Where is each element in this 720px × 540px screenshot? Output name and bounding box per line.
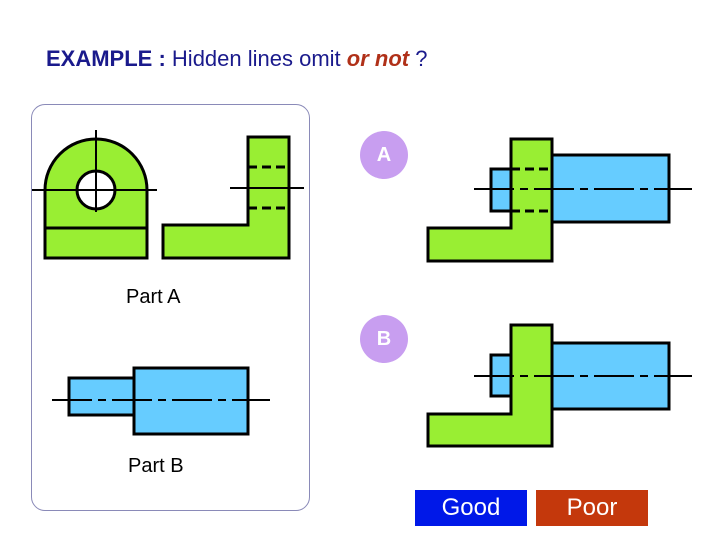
title-accent: or not <box>346 46 410 71</box>
part-a-side-view <box>161 135 304 260</box>
option-b-drawing <box>426 323 692 448</box>
poor-button[interactable]: Poor <box>536 490 648 526</box>
title-suffix: ? <box>409 46 428 71</box>
title-text: Hidden lines omit <box>171 46 347 71</box>
page-title: EXAMPLE : Hidden lines omit or not ? <box>46 46 427 72</box>
title-separator: : <box>152 46 172 71</box>
part-a-front-view <box>32 130 157 260</box>
part-a-label: Part A <box>126 286 181 308</box>
part-b-label: Part B <box>128 455 184 477</box>
option-a-badge: A <box>360 131 408 179</box>
option-b-badge: B <box>360 315 408 363</box>
good-button[interactable]: Good <box>415 490 527 526</box>
part-b-view <box>52 366 270 436</box>
option-a-drawing <box>426 137 692 263</box>
parts-panel <box>31 104 310 511</box>
title-prefix: EXAMPLE <box>46 46 153 71</box>
